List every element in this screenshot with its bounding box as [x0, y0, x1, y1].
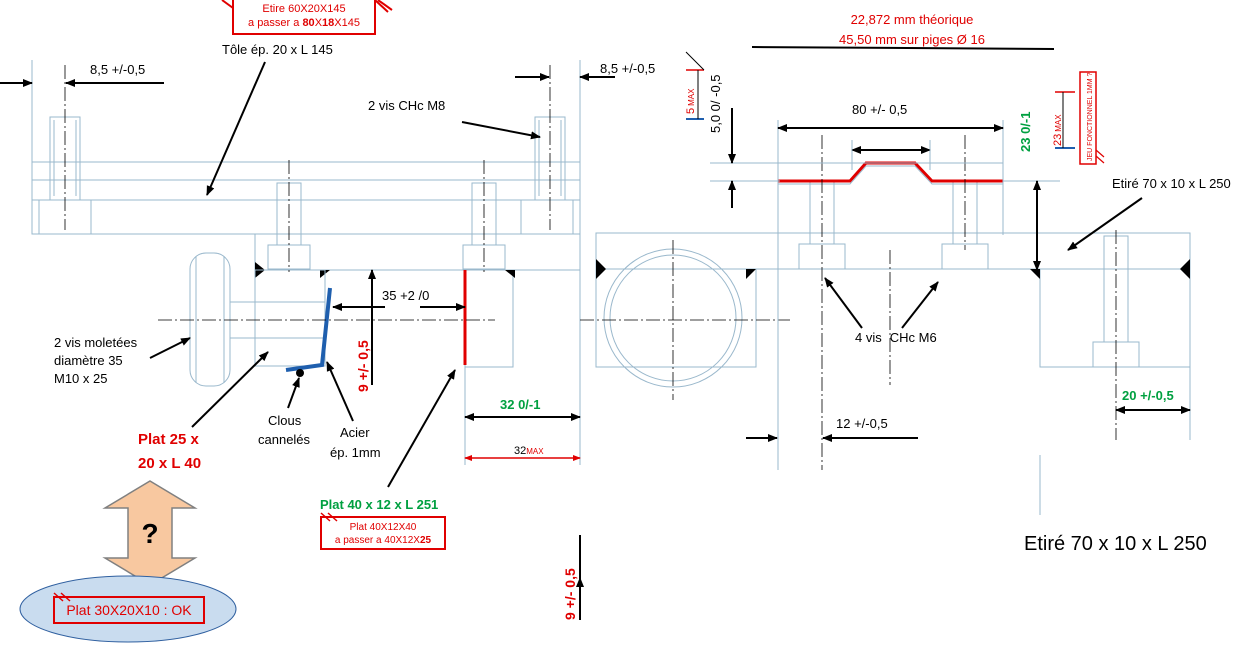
dim-32-green: 32 0/-1 — [500, 397, 540, 412]
sheet-leader — [206, 61, 266, 196]
clous-label-2: cannelés — [258, 432, 311, 447]
dim-5-max: 5MAX — [685, 88, 697, 114]
plat40-box-line2: a passer a 40X12X25 — [335, 535, 432, 546]
plat30-label: Plat 30X20X10 : OK — [66, 602, 192, 618]
knurled-label-2: diamètre 35 — [54, 353, 123, 368]
dim-5-0: 5,0 0/ -0,5 — [708, 74, 723, 133]
plat25-label-2: 20 x L 40 — [138, 455, 201, 472]
dim-right-8-5: 8,5 +/-0,5 — [600, 61, 655, 76]
plat25-label-1: Plat 25 x — [138, 431, 200, 448]
acier-label-2: ép. 1mm — [330, 445, 381, 460]
side-block — [464, 269, 514, 368]
knurled-label-3: M10 x 25 — [54, 371, 107, 386]
dim-32-max: 32MAX — [514, 445, 544, 457]
dim-23-green: 23 0/-1 — [1018, 112, 1033, 152]
left-assembly — [31, 60, 581, 465]
dim-23-max: 23MAX — [1052, 114, 1064, 146]
dim-9-red: 9 +/- 0,5 — [355, 340, 371, 392]
dim-12: 12 +/-0,5 — [836, 416, 888, 431]
right-assembly — [580, 120, 1191, 515]
label-box-etire: Etire 60X20X145 a passer a 80X18X145 — [221, 0, 393, 35]
right-base-top — [595, 232, 1191, 270]
etire-label: Etiré 70 x 10 x L 250 — [1112, 176, 1231, 191]
lower-block — [254, 233, 581, 271]
theo-line2: 45,50 mm sur piges Ø 16 — [839, 32, 985, 47]
label-box-etire-line1: Etire 60X20X145 — [262, 3, 345, 15]
plat40-box: Plat 40X12X40 a passer a 40X12X25 — [320, 512, 446, 550]
dim-80: 80 +/- 0,5 — [852, 102, 907, 117]
question-mark: ? — [141, 518, 158, 549]
sheet-label: Tôle ép. 20 x L 145 — [222, 42, 333, 57]
clous-label-1: Clous — [268, 413, 302, 428]
acier-label-1: Acier — [340, 425, 370, 440]
dim-35: 35 +2 /0 — [382, 288, 429, 303]
plat40-label: Plat 40 x 12 x L 251 — [320, 497, 438, 512]
plat30-ellipse — [19, 575, 237, 643]
top-plate — [31, 161, 581, 235]
knurled-label-1: 2 vis moletées — [54, 335, 138, 350]
screws-m8-label: 2 vis CHc M8 — [368, 98, 445, 113]
dim-9-bottom: 9 +/- 0,5 — [562, 568, 578, 620]
label-box-etire-line2: a passer a 80X18X145 — [248, 17, 360, 29]
dim-left-8-5: 8,5 +/-0,5 — [90, 62, 145, 77]
dim-20-green: 20 +/-0,5 — [1122, 388, 1174, 403]
jeu-fonctionnel: JEU FONCTIONNEL 1MM ? — [1087, 72, 1094, 161]
plat40-box-line1: Plat 40X12X40 — [350, 522, 417, 533]
theo-line1: 22,872 mm théorique — [851, 12, 974, 27]
steel-sheet — [285, 287, 332, 372]
nail — [296, 369, 304, 377]
etire-big-label: Etiré 70 x 10 x L 250 — [1024, 533, 1207, 555]
